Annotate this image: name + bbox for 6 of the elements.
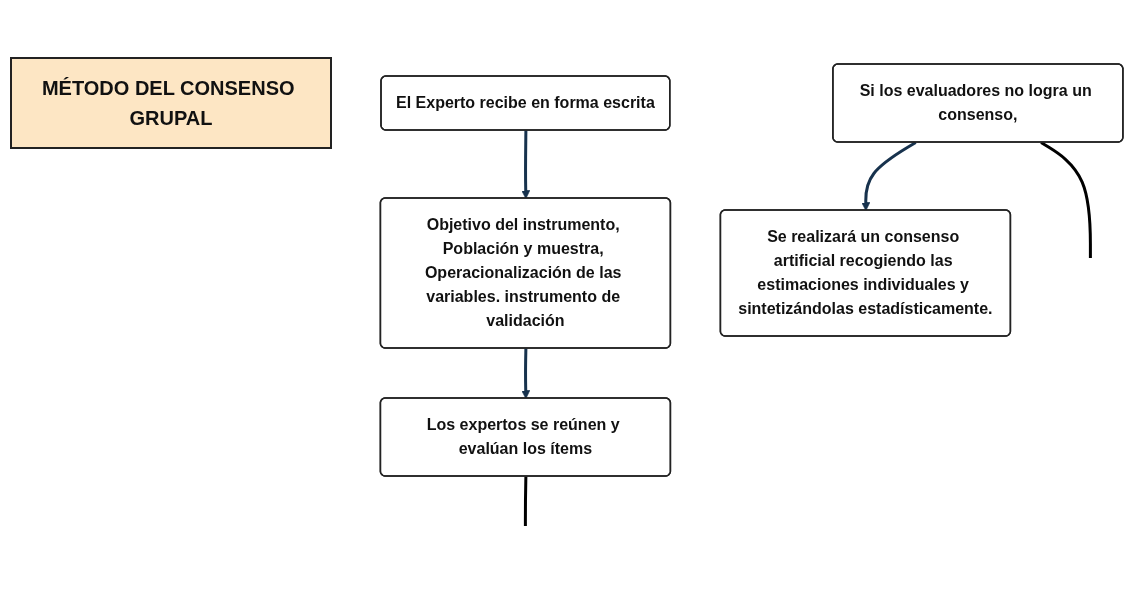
connector xyxy=(523,476,528,526)
arrow xyxy=(861,141,917,211)
arrow xyxy=(521,130,531,199)
connector xyxy=(1040,141,1092,258)
arrow xyxy=(521,348,531,399)
node-box: MÉTODO DEL CONSENSO GRUPAL xyxy=(10,57,333,149)
